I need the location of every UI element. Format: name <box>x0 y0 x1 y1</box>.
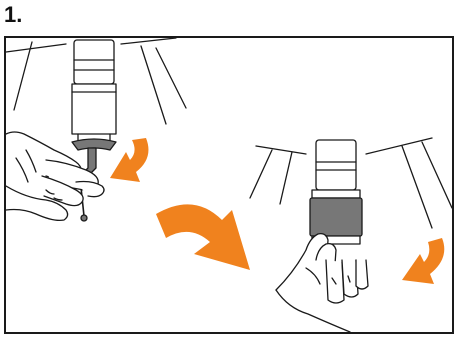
right-ink-bottle <box>249 137 452 245</box>
left-ink-bottle <box>6 38 187 145</box>
illustration-canvas <box>6 38 452 332</box>
left-hand <box>6 131 105 222</box>
curved-arrow-icon <box>402 238 445 284</box>
curved-arrow-icon <box>110 138 149 182</box>
step-number: 1. <box>4 2 23 27</box>
right-hand <box>275 232 369 332</box>
instruction-illustration <box>4 36 454 334</box>
curved-arrow-icon <box>156 204 250 270</box>
